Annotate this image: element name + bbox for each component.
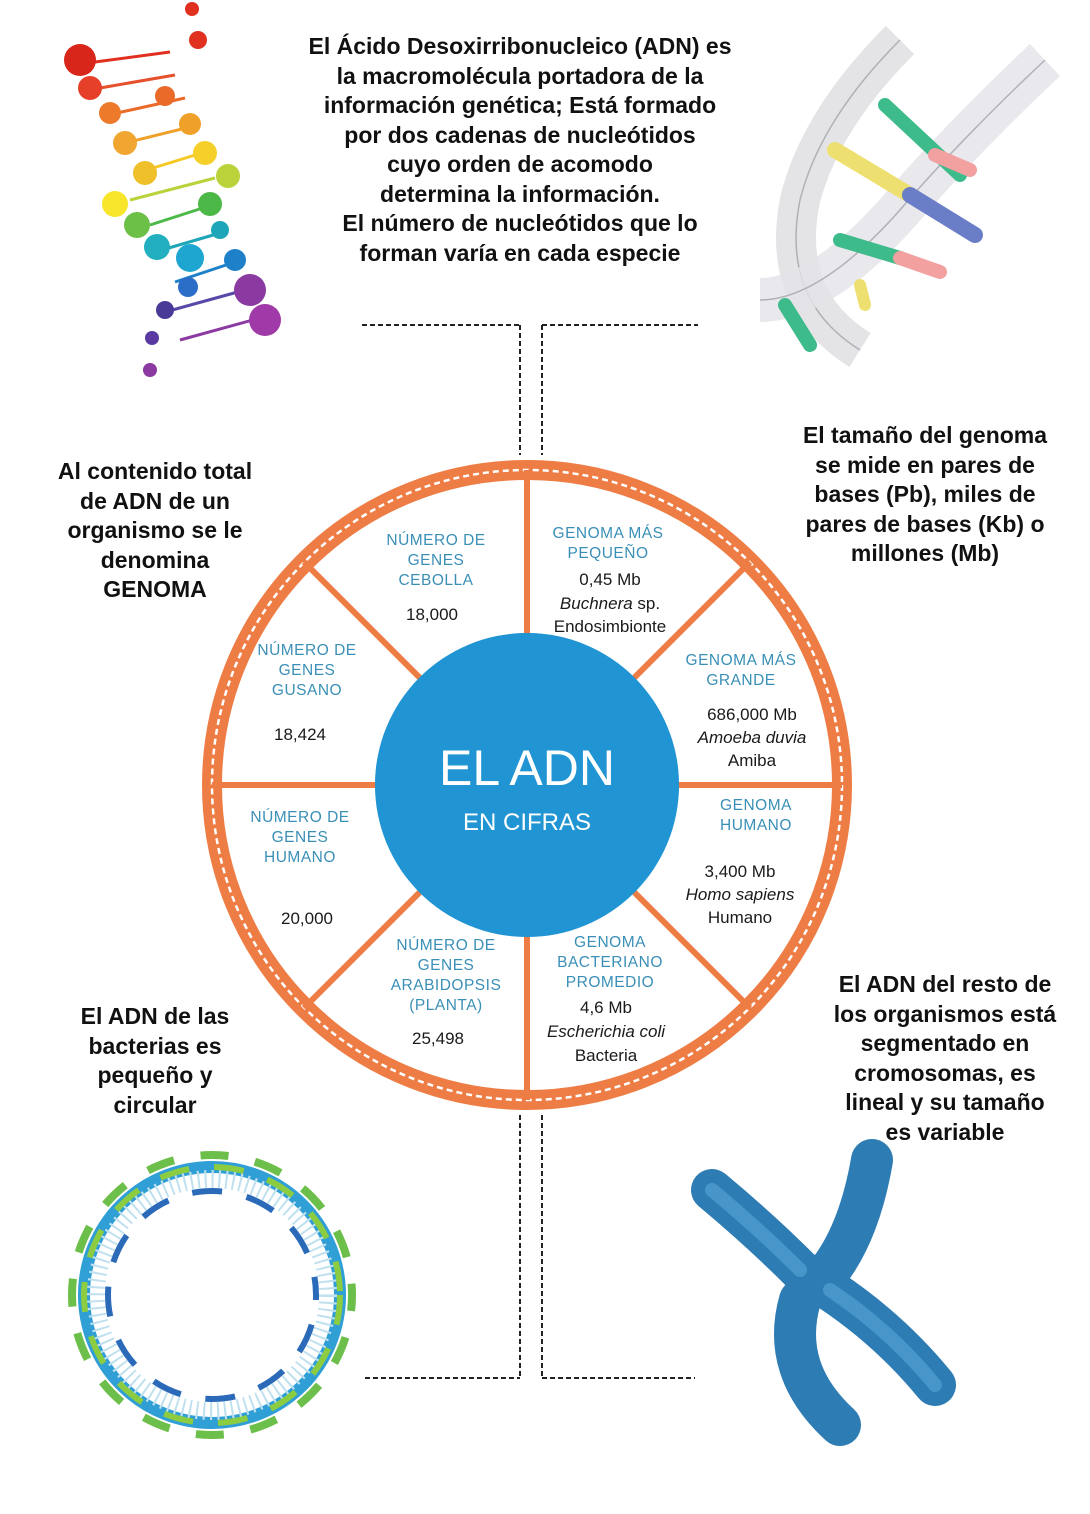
note-line: de ADN de un <box>80 487 230 514</box>
center-circle <box>375 633 679 937</box>
note-genome-size: El tamaño del genoma se mide en pares de… <box>790 421 1060 569</box>
segment-common-name: Amiba <box>728 751 777 770</box>
segment-title-line: BACTERIANO <box>557 954 663 971</box>
intro-line: El Ácido Desoxirribonucleico (ADN) es <box>308 33 732 59</box>
intro-line: determina la información. <box>380 180 660 207</box>
center-subtitle: EN CIFRAS <box>463 809 591 836</box>
segment-gusano: NÚMERO DE GENES GUSANO 18,424 <box>257 642 356 744</box>
segment-genoma-humano: GENOMA HUMANO 3,400 Mb Homo sapiens Huma… <box>686 797 795 927</box>
segment-title-line: GENOMA MÁS <box>686 652 797 669</box>
segment-title-line: GRANDE <box>706 672 775 689</box>
segment-title-line: GENOMA MÁS <box>553 525 664 542</box>
intro-line: forman varía en cada especie <box>359 239 681 266</box>
intro-line: información genética; Está formado <box>323 92 717 118</box>
note-line: los organismos está <box>833 1000 1057 1027</box>
segment-title-line: GENOMA <box>574 934 646 951</box>
connector-lines <box>362 324 698 1379</box>
intro-text: El Ácido Desoxirribonucleico (ADN) es la… <box>290 32 750 268</box>
segment-title-line: GUSANO <box>272 682 342 699</box>
note-line: cromosomas, es <box>854 1059 1036 1086</box>
note-line: Al contenido total <box>57 458 253 484</box>
segment-genoma-bacteriano: GENOMA BACTERIANO PROMEDIO 4,6 Mb Escher… <box>547 934 666 1065</box>
segment-title-line: GENOMA <box>720 797 792 814</box>
note-line: bacterias es <box>88 1032 222 1059</box>
note-line: El ADN de las <box>80 1003 230 1029</box>
note-line: GENOMA <box>103 576 207 602</box>
note-line: millones (Mb) <box>850 540 1000 566</box>
segment-common-name: Humano <box>708 908 772 927</box>
segment-title-line: NÚMERO DE <box>250 809 349 826</box>
note-line: El ADN del resto de <box>838 971 1052 997</box>
segment-genoma-pequeno: GENOMA MÁS PEQUEÑO 0,45 Mb Buchnera sp. … <box>553 525 667 636</box>
note-line: pequeño y <box>97 1062 213 1088</box>
segment-value: 25,498 <box>412 1029 464 1048</box>
note-line: es variable <box>885 1118 1005 1145</box>
species-name: Buchnera <box>560 594 633 613</box>
segment-value: 18,424 <box>274 725 326 744</box>
segment-title-line: GENES <box>272 829 329 846</box>
segment-arabidopsis: NÚMERO DE GENES ARABIDOPSIS (PLANTA) 25,… <box>391 937 502 1048</box>
segment-value: 18,000 <box>406 605 458 624</box>
segment-humano-genes: NÚMERO DE GENES HUMANO 20,000 <box>250 809 349 928</box>
note-genoma-definition: Al contenido total de ADN de un organism… <box>40 457 270 605</box>
note-line: denomina <box>100 546 210 573</box>
intro-line: cuyo orden de acomodo <box>387 151 653 177</box>
dna-helix-sketch-icon <box>758 25 1061 367</box>
center-title: EL ADN <box>439 740 615 796</box>
circular-dna-icon <box>68 1151 356 1439</box>
note-line: lineal y su tamaño <box>845 1089 1045 1115</box>
segment-title-line: GENES <box>418 957 475 974</box>
segment-species: Escherichia coli <box>547 1022 666 1041</box>
segment-value: 20,000 <box>281 909 333 928</box>
chromosome-icon <box>691 1139 956 1446</box>
segment-value: 686,000 Mb <box>707 705 797 724</box>
segment-common-name: Endosimbionte <box>554 617 666 636</box>
dna-rainbow-icon <box>64 2 281 377</box>
note-line: circular <box>113 1091 197 1118</box>
segment-species: Amoeba duvia <box>697 728 807 747</box>
segment-value: 4,6 Mb <box>580 998 632 1017</box>
species-suffix: sp. <box>633 594 660 613</box>
segment-title-line: GENES <box>279 662 336 679</box>
segment-species: Buchnera sp. <box>560 594 660 613</box>
segment-title-line: NÚMERO DE <box>396 937 495 954</box>
note-line: bases (Pb), miles de <box>814 481 1036 507</box>
segment-title-line: HUMANO <box>720 817 792 834</box>
intro-line: por dos cadenas de nucleótidos <box>344 121 696 148</box>
segment-title-line: (PLANTA) <box>409 997 482 1014</box>
segment-title-line: PROMEDIO <box>566 974 654 991</box>
segment-title-line: ARABIDOPSIS <box>391 977 502 994</box>
intro-line: El número de nucleótidos que lo <box>342 210 698 236</box>
note-line: El tamaño del genoma <box>802 422 1048 448</box>
segment-value: 3,400 Mb <box>705 862 776 881</box>
segment-genoma-grande: GENOMA MÁS GRANDE 686,000 Mb Amoeba duvi… <box>686 652 807 770</box>
intro-line: la macromolécula portadora de la <box>336 62 704 89</box>
note-line: segmentado en <box>860 1030 1030 1056</box>
segment-title-line: PEQUEÑO <box>567 545 648 562</box>
segment-title-line: CEBOLLA <box>398 572 473 589</box>
segment-cebolla: NÚMERO DE GENES CEBOLLA 18,000 <box>386 532 485 624</box>
segment-species: Homo sapiens <box>686 885 795 904</box>
note-bacteria: El ADN de las bacterias es pequeño y cir… <box>40 1002 270 1120</box>
note-line: organismo se le <box>67 517 243 543</box>
segment-title-line: HUMANO <box>264 849 336 866</box>
segment-value: 0,45 Mb <box>579 570 640 589</box>
segment-title-line: NÚMERO DE <box>386 532 485 549</box>
note-line: se mide en pares de <box>815 451 1035 478</box>
segment-title-line: NÚMERO DE <box>257 642 356 659</box>
segment-title-line: GENES <box>408 552 465 569</box>
segment-common-name: Bacteria <box>575 1046 638 1065</box>
note-rest-organisms: El ADN del resto de los organismos está … <box>820 970 1070 1147</box>
note-line: pares de bases (Kb) o <box>805 510 1045 537</box>
